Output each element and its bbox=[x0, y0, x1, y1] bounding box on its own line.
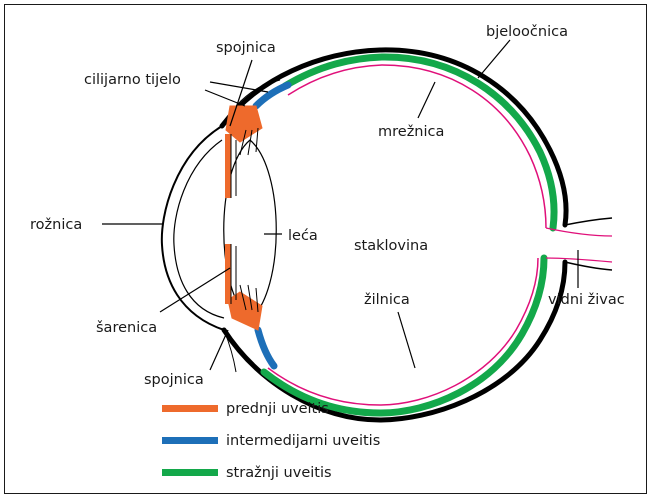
pointer-spojnica-bottom bbox=[210, 330, 228, 370]
label-cilijarno-tijelo: cilijarno tijelo bbox=[84, 72, 181, 88]
label-vidni-zivac: vidni živac bbox=[548, 292, 625, 308]
label-spojnica-bottom: spojnica bbox=[144, 372, 204, 388]
label-leca: leća bbox=[288, 228, 318, 244]
pointer-mreznica bbox=[418, 82, 435, 118]
optic-nerve-inner bbox=[546, 228, 612, 262]
label-sarenica: šarenica bbox=[96, 320, 157, 336]
optic-nerve bbox=[565, 218, 612, 270]
iris-top bbox=[225, 134, 231, 198]
legend-swatch-intermediate bbox=[162, 437, 218, 444]
label-bjeloocnica: bjeloočnica bbox=[486, 24, 568, 40]
lens bbox=[224, 140, 277, 320]
label-roznica: rožnica bbox=[30, 217, 82, 233]
legend-swatch-posterior bbox=[162, 469, 218, 476]
cornea-inner bbox=[174, 140, 224, 318]
legend-swatch-anterior bbox=[162, 405, 218, 412]
pointer-sarenica bbox=[160, 268, 230, 312]
legend-label-intermediate: intermedijarni uveitis bbox=[226, 433, 380, 449]
intermediate-uvea-bottom bbox=[258, 330, 274, 366]
retina-line bbox=[288, 65, 546, 228]
label-spojnica-top: spojnica bbox=[216, 40, 276, 56]
pointer-zilnica bbox=[398, 312, 415, 368]
label-staklovina: staklovina bbox=[354, 238, 428, 254]
label-mreznica: mrežnica bbox=[378, 124, 444, 140]
posterior-uvea bbox=[285, 57, 554, 228]
legend-label-anterior: prednji uveitis bbox=[226, 401, 329, 417]
iris-bottom bbox=[225, 244, 231, 304]
pointer-bjeloocnica bbox=[478, 40, 510, 78]
label-zilnica: žilnica bbox=[364, 292, 410, 308]
legend-label-posterior: stražnji uveitis bbox=[226, 465, 332, 481]
